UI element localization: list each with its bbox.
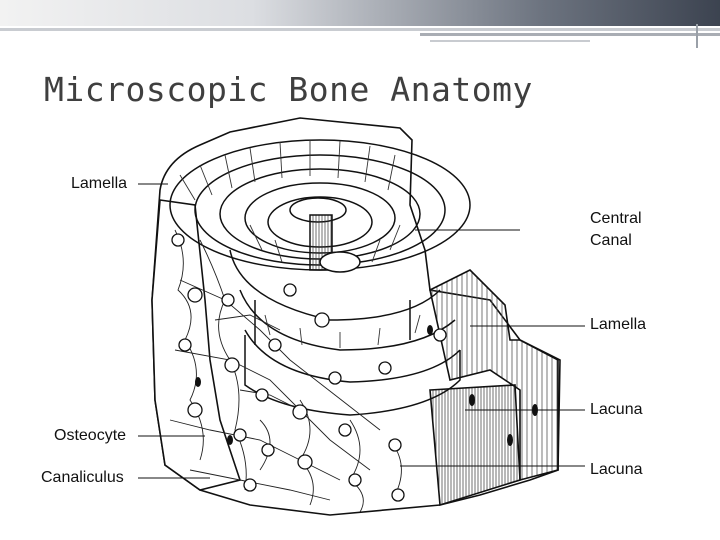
label-central-canal-line2: Canal xyxy=(590,230,632,252)
label-canaliculus: Canaliculus xyxy=(41,467,124,489)
bone-block xyxy=(152,118,560,515)
label-osteocyte: Osteocyte xyxy=(54,425,126,447)
label-lacuna-lower: Lacuna xyxy=(590,459,643,481)
label-lacuna-upper: Lacuna xyxy=(590,399,643,421)
label-lamella-top: Lamella xyxy=(71,173,127,195)
label-lamella-right: Lamella xyxy=(590,314,646,336)
label-central-canal-line1: Central xyxy=(590,208,642,230)
